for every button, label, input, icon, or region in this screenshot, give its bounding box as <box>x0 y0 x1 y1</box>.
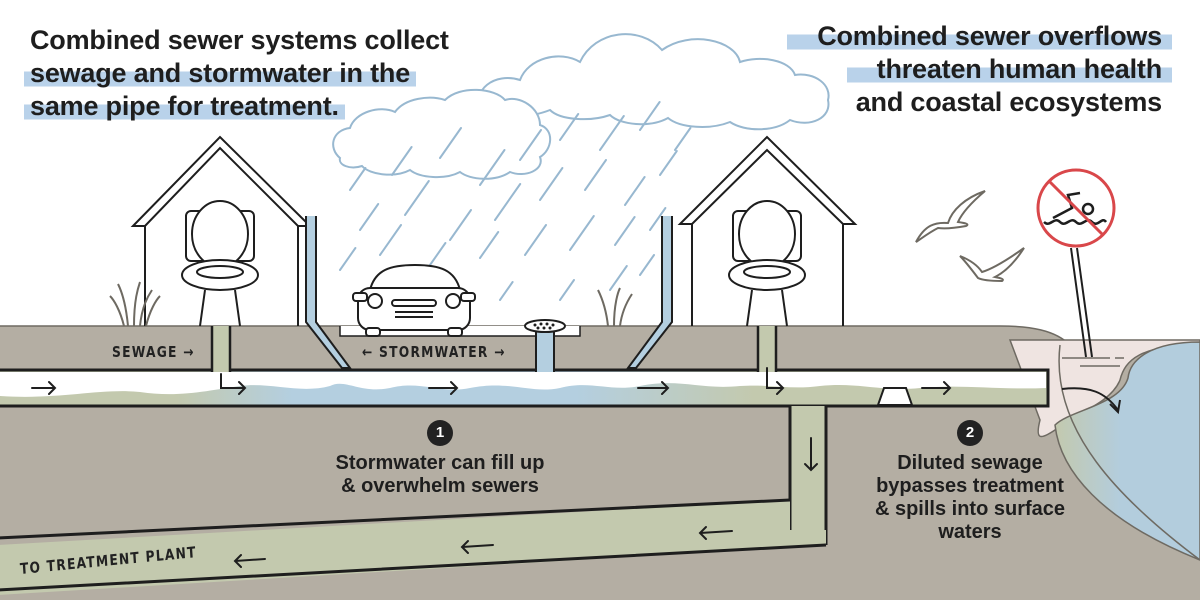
headline-left-line: sewage and stormwater in the <box>24 58 417 88</box>
raindrop <box>624 176 646 206</box>
raindrop <box>524 224 547 256</box>
flow-arrow-icon <box>428 381 459 395</box>
raindrop <box>674 127 692 151</box>
flow-arrow-icon <box>637 381 670 395</box>
callout-line: waters <box>938 521 1002 543</box>
flow-arrow-icon <box>804 437 818 472</box>
headline-right-line: threaten human health <box>846 54 1172 84</box>
downspout-pipe <box>305 216 352 369</box>
flow-arrow-icon <box>460 540 494 554</box>
pipe-air-gap <box>0 372 1046 397</box>
flow-arrow-icon <box>698 526 733 540</box>
raindrop <box>599 115 625 151</box>
car-icon <box>352 263 476 337</box>
headline-left-line: Combined sewer systems collect <box>30 25 449 55</box>
shoreline-slope <box>1058 344 1200 561</box>
callout-bypass: 2 Diluted sewage bypasses treatment & sp… <box>860 420 1080 544</box>
grass-icon <box>597 287 633 327</box>
raindrop <box>639 101 661 131</box>
raindrop <box>649 207 667 231</box>
step-number-badge: 1 <box>427 420 453 446</box>
raindrop <box>479 149 506 186</box>
flow-arrow-icon <box>766 367 785 395</box>
raindrop <box>539 167 564 201</box>
toilet-icon <box>728 200 806 327</box>
raindrop <box>494 183 522 221</box>
combined-sewer-pipe-outline <box>0 368 1050 408</box>
raindrop <box>519 129 542 161</box>
raindrop <box>349 167 367 191</box>
grass-icon <box>109 281 161 327</box>
seagull-icon <box>959 247 1025 283</box>
sewage-label: SEWAGE → <box>112 343 195 361</box>
seagull-icon <box>915 190 986 243</box>
flow-arrow-icon <box>220 373 247 395</box>
headline-left-line: same pipe for treatment. <box>24 91 345 121</box>
callout-line: Stormwater can fill up <box>335 452 545 474</box>
sewage-lateral-pipe <box>212 326 230 372</box>
callout-line: & spills into surface <box>874 498 1066 520</box>
raindrop <box>609 265 628 291</box>
overflow-weir <box>876 387 914 406</box>
raindrop <box>404 180 430 216</box>
flow-arrow-icon <box>233 554 266 568</box>
raindrop <box>359 203 380 231</box>
raindrop <box>339 247 357 271</box>
step-number-badge: 2 <box>957 420 983 446</box>
downspout-pipe <box>626 216 673 369</box>
house-icon <box>677 135 858 326</box>
lateral-pipe-outline <box>756 326 778 372</box>
raindrop <box>429 242 447 266</box>
raindrop <box>659 150 678 176</box>
raindrop <box>391 146 413 176</box>
cloud-icon <box>332 88 552 180</box>
callout-line: Diluted sewage <box>897 452 1043 474</box>
rain-icon <box>339 101 692 301</box>
callout-line: bypasses treatment <box>876 475 1064 497</box>
storm-drain-icon <box>524 319 566 372</box>
cloud-icon <box>477 33 830 131</box>
headline-right-line: Combined sewer overflows <box>787 21 1172 51</box>
flow-arrow-icon <box>31 381 57 395</box>
raindrop <box>639 254 655 276</box>
raindrop <box>479 231 500 259</box>
raindrop <box>584 159 607 191</box>
raindrop <box>559 113 580 141</box>
treatment-pipe-outline <box>0 498 827 592</box>
headline-right-line: and coastal ecosystems <box>855 87 1162 117</box>
no-swimming-sign-icon <box>1036 168 1124 367</box>
headline-right: Combined sewer overflows threaten human … <box>787 20 1172 119</box>
lateral-pipe-outline <box>210 326 232 372</box>
house-icon <box>130 135 313 326</box>
stormwater-label: ← STORMWATER → <box>362 343 506 361</box>
callout-overwhelm: 1 Stormwater can fill up & overwhelm sew… <box>310 420 570 498</box>
raindrop <box>614 216 636 246</box>
raindrop <box>559 279 575 301</box>
toilet-icon <box>181 200 259 327</box>
flow-arrow-icon <box>921 381 952 395</box>
raindrop <box>569 215 595 251</box>
surface-water <box>1054 341 1200 561</box>
callout-line: & overwhelm sewers <box>341 475 539 497</box>
raindrop <box>449 209 472 241</box>
raindrop <box>379 224 402 256</box>
raindrop <box>499 281 514 301</box>
raindrop <box>439 127 462 159</box>
outfall-arrow-icon <box>1061 387 1121 415</box>
sewage-lateral-pipe <box>758 326 776 372</box>
treatment-pipe <box>0 500 826 595</box>
headline-left: Combined sewer systems collect sewage an… <box>24 24 449 123</box>
